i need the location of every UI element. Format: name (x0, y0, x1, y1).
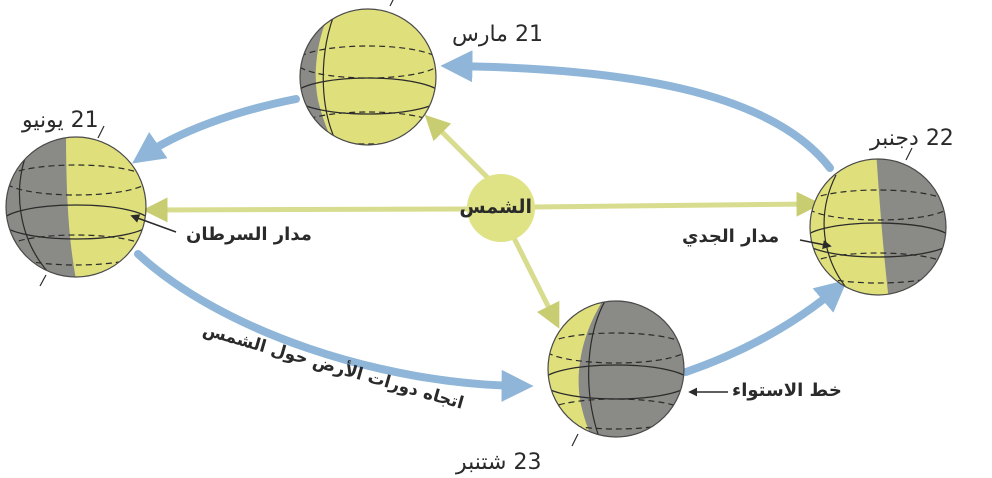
earth-september (547, 300, 685, 447)
tropic-cancer-pointer (130, 214, 177, 233)
tropic-capricorn-label: مدار الجدي (682, 226, 780, 247)
date-label-december: 22 دجنبر (870, 126, 954, 151)
tropic-cancer-label: مدار السرطان (186, 224, 312, 245)
orbit-arrow-september-to-december (682, 279, 848, 376)
earth-march (299, 0, 437, 146)
date-label-september: 23 شتنبر (456, 450, 542, 475)
earth-june (5, 125, 147, 287)
date-label-march: 21 مارس (452, 22, 543, 47)
sun-ray-to-june (142, 197, 469, 223)
tropic-capricorn-pointer (799, 239, 832, 250)
orbit-arrow-june-to-september (134, 250, 534, 402)
orbit-arrow-december-to-march (440, 50, 834, 172)
earth-december (809, 147, 947, 296)
sun-ray-to-september (511, 236, 560, 329)
sun-ray-to-december (533, 191, 822, 217)
sun (467, 174, 535, 242)
date-label-june: 21 يونيو (22, 108, 99, 133)
sun-ray-to-march (424, 114, 492, 182)
orbit-arrow-march-to-june (132, 95, 300, 164)
equator-label: خط الاستواء (732, 380, 842, 401)
sun-label: الشمس (459, 196, 532, 218)
